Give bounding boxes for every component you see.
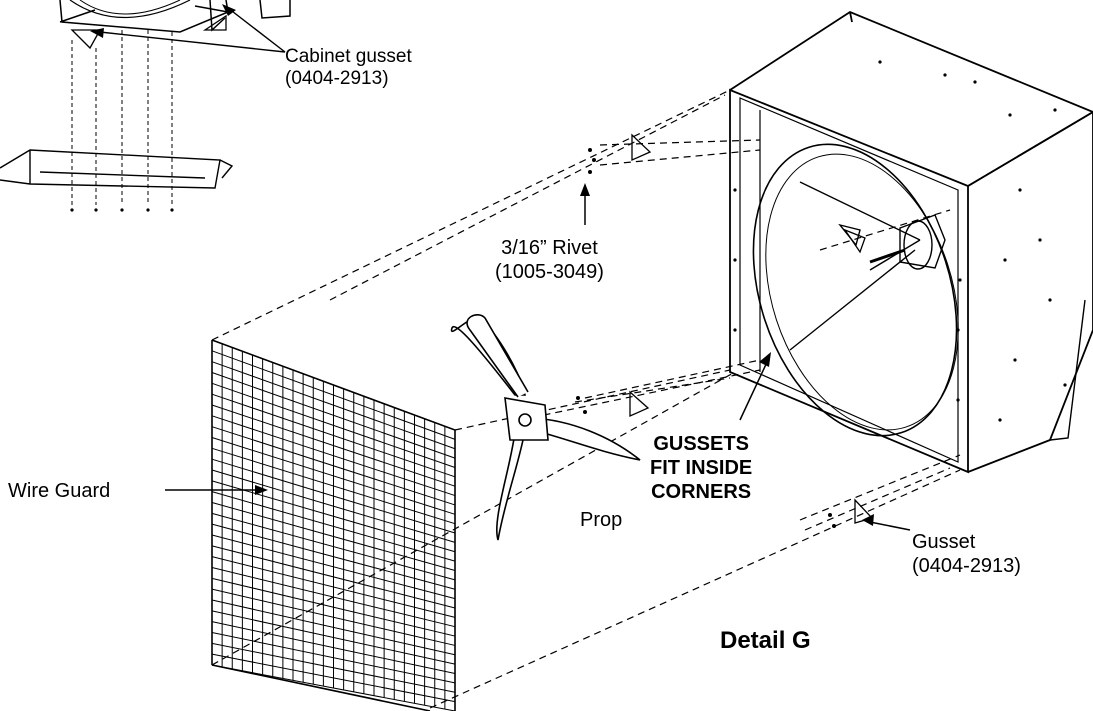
wire-guard-horizontal-wire (211, 577, 456, 637)
wire-guard-horizontal-wire (211, 502, 456, 571)
wire-guard-horizontal-wire (211, 404, 456, 487)
wire-guard-horizontal-wire (211, 588, 456, 646)
gussets-note: GUSSETS FIT INSIDE CORNERS (650, 432, 752, 504)
wire-guard-horizontal-wire (211, 339, 456, 431)
wire-guard-horizontal-wire (211, 469, 456, 543)
wire-guard-horizontal-wire (211, 458, 456, 534)
cabinet-gusset-name: Cabinet gusset (285, 46, 412, 67)
cabinet-gusset-arrowheads (90, 4, 236, 38)
rivet-name: 3/16” Rivet (501, 237, 598, 259)
fan-shroud-ring (752, 143, 959, 437)
wire-guard-horizontal-wire (211, 512, 456, 581)
wire-guard-horizontal-wire (211, 621, 456, 675)
inset-cabinet-gussets (70, 14, 227, 50)
wire-guard-horizontal-wire (211, 642, 456, 693)
cabinet-gusset-label: Cabinet gusset (0404-2913) (285, 46, 412, 90)
wire-guard-horizontal-wire (211, 393, 456, 478)
wire-guard-horizontal-wire (211, 545, 456, 609)
wire-guard-horizontal-wire (211, 491, 456, 562)
rivet-points (576, 148, 836, 528)
rivet-label: 3/16” Rivet (1005-3049) (495, 236, 604, 284)
gussets-note-line-1: GUSSETS (653, 433, 749, 455)
fan-prop (450, 314, 641, 541)
wire-guard-grid (211, 339, 456, 711)
wire-guard-horizontal-wire (211, 437, 456, 515)
gussets-note-line-2: FIT INSIDE (650, 457, 753, 479)
wire-guard-horizontal-wire (211, 350, 456, 440)
wire-guard-horizontal-wire (211, 372, 456, 459)
wire-guard-horizontal-wire (211, 610, 456, 665)
wire-guard-horizontal-wire (211, 632, 456, 684)
fan-cabinet (729, 10, 1093, 474)
inset-dashed-drop-lines (71, 30, 173, 205)
gusset-name: Gusset (912, 531, 976, 553)
wire-guard-horizontal-wire (211, 361, 456, 450)
wire-guard-horizontal-wire (211, 567, 456, 628)
wire-guard-horizontal-wire (211, 415, 456, 497)
wire-guard-horizontal-wire (211, 599, 456, 656)
wire-guard-horizontal-wire (211, 447, 456, 525)
wire-guard-horizontal-wire (211, 556, 456, 618)
wire-guard-horizontal-wire (211, 480, 456, 553)
assembly-dashed-lines (211, 89, 961, 709)
wire-guard-horizontal-wire (211, 664, 456, 711)
wire-guard-horizontal-wire (211, 382, 456, 468)
wire-guard-horizontal-wire (211, 653, 456, 703)
wire-guard-horizontal-wire (211, 426, 456, 506)
gusset-part-number: (0404-2913) (912, 555, 1021, 577)
inset-cabinet-front (59, 0, 291, 33)
inset-rivet-marks (70, 208, 174, 212)
prop-label: Prop (580, 509, 623, 531)
inset-bottom-panel (0, 149, 234, 189)
detail-title: Detail G (720, 627, 811, 654)
fan-motor-assembly (789, 181, 946, 351)
wire-guard-horizontal-wire (211, 523, 456, 590)
wire-guard-horizontal-wire (211, 534, 456, 600)
gussets-note-line-3: CORNERS (651, 481, 752, 503)
cabinet-gusset-part-number: (0404-2913) (285, 68, 389, 89)
cabinet-gusset-leaders (99, 7, 286, 53)
leader-arrowheads (255, 183, 874, 526)
rivet-part-number: (1005-3049) (495, 261, 604, 283)
gusset-label: Gusset (0404-2913) (912, 530, 1021, 578)
wire-guard-label: Wire Guard (8, 480, 111, 502)
fan-cabinet-rivet-dots (733, 60, 1067, 422)
